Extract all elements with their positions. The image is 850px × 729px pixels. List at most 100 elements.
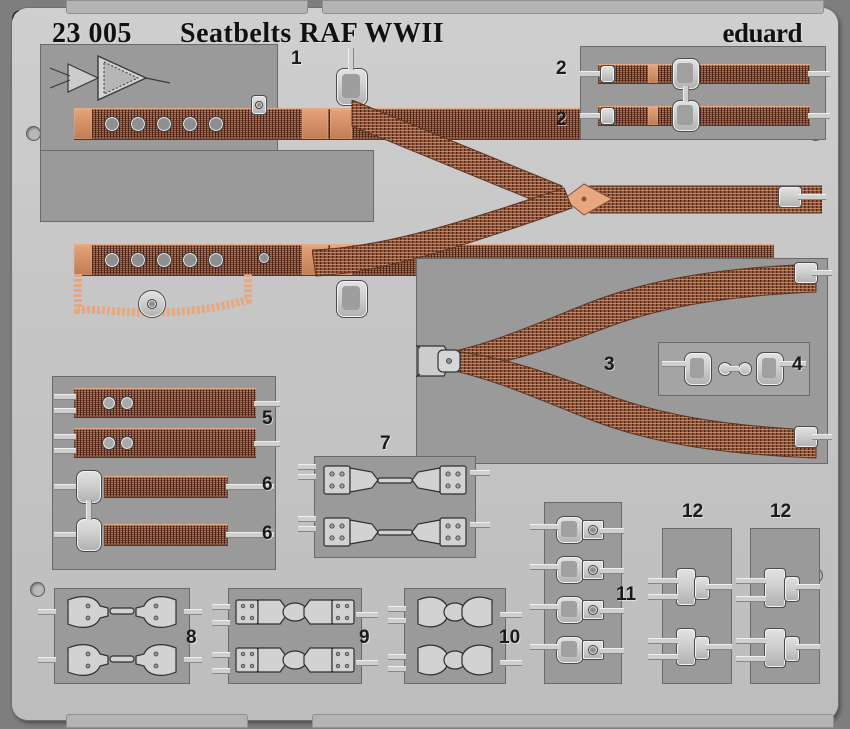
part-1-tongue-icon [50, 54, 170, 102]
part-10-sprue-tr [500, 612, 522, 618]
carrier-rail-top [66, 0, 308, 14]
part-3-v-harness [416, 263, 817, 459]
part-10-oval-link-pair [417, 596, 493, 676]
part-4-buckle-left-window [690, 358, 704, 378]
part-number-8: 8 [186, 627, 197, 648]
part-1-adjuster-hole [130, 116, 146, 132]
part-12-left-sprue-5 [648, 654, 678, 660]
part-number-6a: 6 [262, 474, 273, 495]
part-5-hole-upper-a [102, 396, 116, 410]
part-1-curved-tail [74, 274, 252, 317]
part-1-buckle-sprue [348, 48, 354, 70]
part-11-sprue-2 [530, 564, 558, 570]
part-number-5: 5 [262, 408, 273, 429]
part-2-buckle-upper-window [677, 63, 693, 83]
carrier-rail-top-2 [322, 0, 824, 14]
part-5-sprue-upper-right [254, 401, 280, 407]
part-5-sprue-lower-left [54, 434, 76, 440]
part-4-eyelet-right [738, 362, 752, 376]
part-1-adjuster-hole [130, 252, 146, 268]
part-12-left-adjuster-2 [676, 628, 696, 666]
part-5-hole-lower-a [102, 436, 116, 450]
part-10-sprue-bl [388, 654, 406, 660]
part-12-right-sprue-3 [796, 584, 820, 590]
part-number-11: 11 [616, 584, 637, 605]
part-2-belt-upper-seg [648, 64, 658, 84]
part-11-sprue-r2 [600, 568, 624, 574]
part-9-sprue-tl [212, 604, 230, 610]
part-2-belt-upper [598, 64, 810, 84]
part-9-sprue-bl [212, 652, 230, 658]
part-number-2a: 2 [556, 58, 567, 79]
part-12-right-sprue-5 [736, 656, 766, 662]
part-9-sprue-br [356, 660, 378, 666]
part-12-left-sprue-2 [648, 594, 678, 600]
carrier-rail-bottom [66, 714, 248, 728]
part-11-loop-3-window [561, 601, 577, 617]
part-2-buckle-link [683, 86, 689, 102]
part-number-2b: 2 [556, 109, 567, 130]
part-number-7: 7 [380, 433, 391, 454]
part-4-link-bar [729, 366, 739, 372]
part-number-10: 10 [499, 627, 521, 648]
part-12-left-adjuster-1 [676, 568, 696, 606]
part-11-sprue-r3 [600, 608, 624, 614]
part-1-adjuster-hole [104, 116, 120, 132]
fret-hole-top-left [26, 126, 41, 141]
part-11-tongue-4-hole [588, 645, 598, 655]
photoetch-fret: 23 005 Seatbelts RAF WWII eduard © EDUAR… [12, 0, 838, 728]
part-5-hole-lower-b [120, 436, 134, 450]
part-11-loop-2-window [561, 561, 577, 577]
product-title: Seatbelts RAF WWII [180, 18, 445, 49]
part-2-end-fitting-upper [600, 65, 615, 83]
part-1-adjuster-hole [156, 116, 172, 132]
part-12-left-sprue-6 [706, 644, 732, 650]
part-5-sprue-upper-left2 [54, 408, 76, 414]
part-9-sprue-tr [356, 612, 378, 618]
part-7-sprue-tl [298, 464, 316, 470]
part-12-right-adjuster-1 [764, 568, 786, 608]
part-4-sprue-left [662, 361, 686, 367]
part-6-sprue-lower-right [226, 532, 274, 538]
part-7-sprue-br [470, 522, 490, 528]
part-6-sprue-upper-left [54, 484, 76, 490]
part-6-sprue-upper-right [226, 484, 274, 490]
part-2-sprue-upper-left [580, 71, 600, 77]
part-6-buckle-link [86, 500, 92, 520]
part-9-sprue-bl2 [212, 668, 230, 674]
part-5-sprue-lower-right [254, 441, 280, 447]
part-1-adjuster-hole [182, 116, 198, 132]
part-1-keeper-hole [258, 252, 270, 264]
part-number-12b: 12 [770, 501, 792, 522]
part-11-loop-4-window [561, 641, 577, 657]
part-11-tongue-2-hole [588, 565, 598, 575]
part-number-12a: 12 [682, 501, 704, 522]
part-4-sprue-right [780, 361, 806, 367]
part-1-adjuster-hole [156, 252, 172, 268]
part-6-slide-buckle-upper [76, 470, 102, 504]
y-harness-lower-arm [312, 187, 573, 277]
part-5-hole-upper-b [120, 396, 134, 410]
part-5-sprue-upper-left [54, 394, 76, 400]
part-6-slide-buckle-lower [76, 518, 102, 552]
part-11-sprue-r1 [600, 528, 624, 534]
part-7-sprue-tr [470, 470, 490, 476]
part-number-6b: 6 [262, 523, 273, 544]
part-2-belt-lower-seg [648, 106, 658, 126]
part-11-sprue-1 [530, 524, 558, 530]
part-10-sprue-tl [388, 606, 406, 612]
part-11-sprue-3 [530, 604, 558, 610]
part-11-loop-1-window [561, 521, 577, 537]
part-7-sprue-tl2 [298, 474, 316, 480]
part-1-adjuster-hole [208, 116, 224, 132]
part-11-sprue-4 [530, 644, 558, 650]
part-8-sprue-tl [38, 609, 56, 615]
part-12-left-sprue-1 [648, 578, 678, 584]
part-number-1: 1 [291, 48, 302, 69]
part-number-4: 4 [792, 354, 803, 375]
part-2-sprue-upper-right [808, 71, 830, 77]
part-1-belt-upper-mid2 [330, 108, 352, 140]
part-4-buckle-right-window [762, 358, 776, 378]
part-12-right-sprue-6 [796, 644, 820, 650]
part-12-right-sprue-1 [736, 578, 766, 584]
